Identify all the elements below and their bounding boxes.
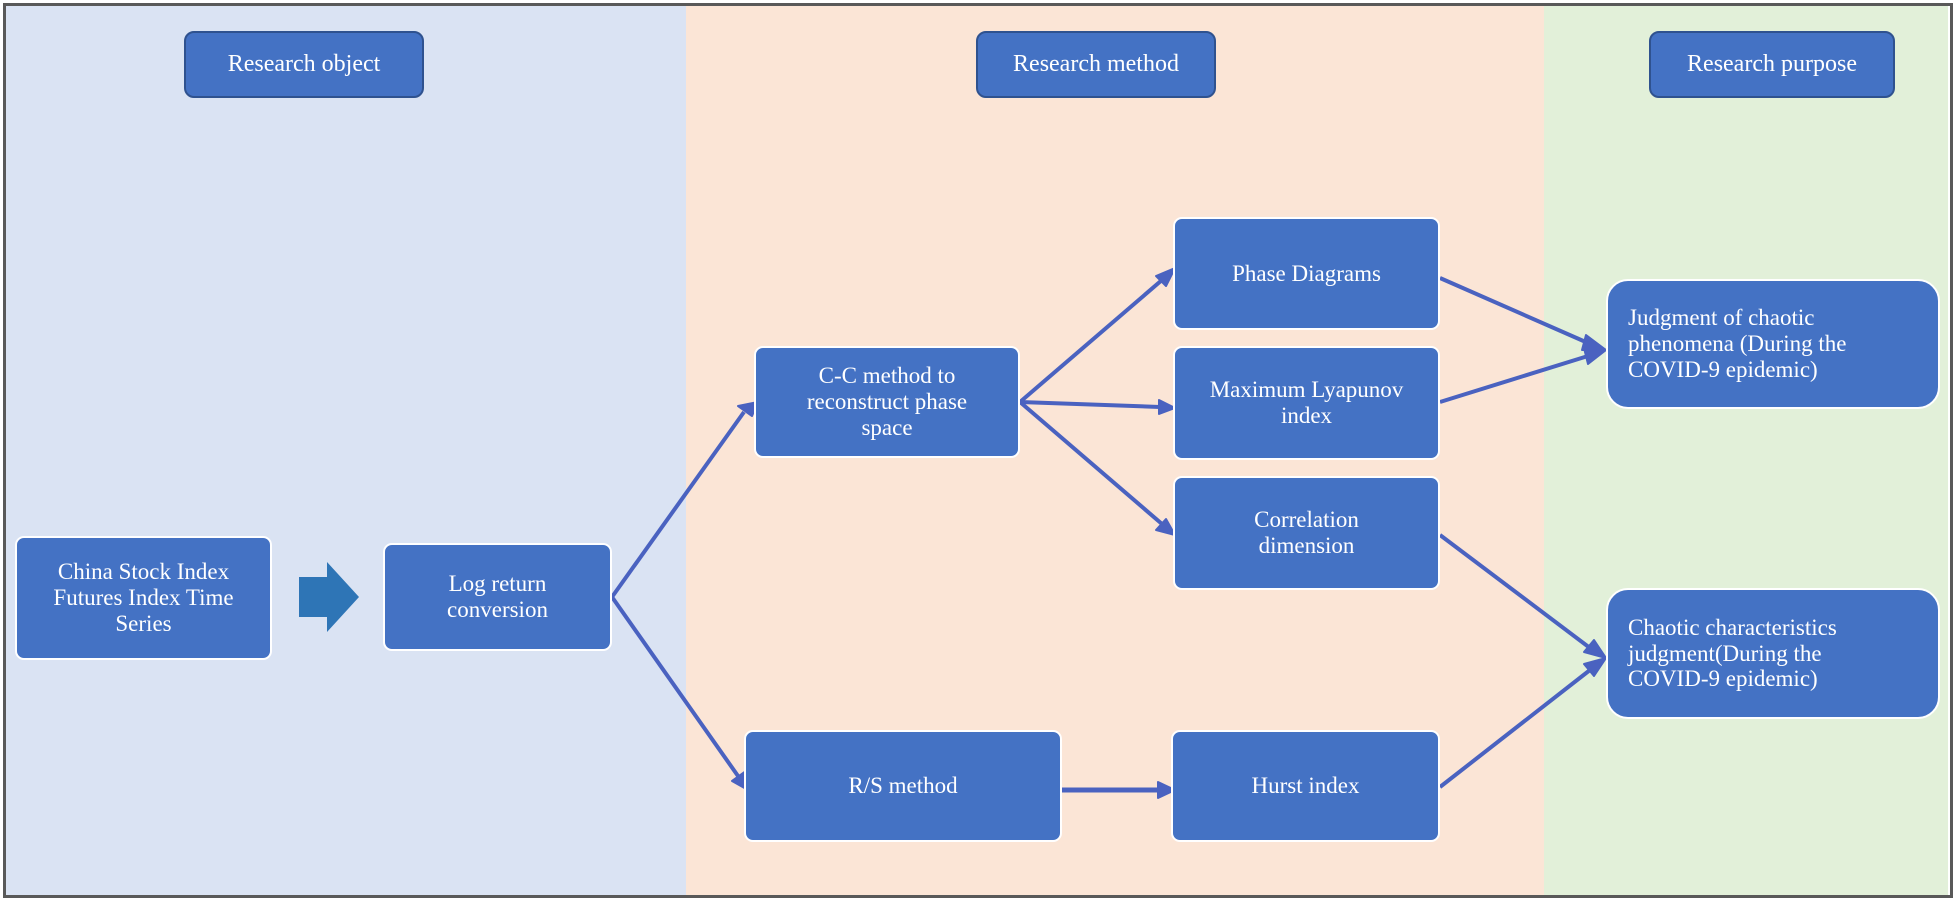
node-chaotic-characteristics-label: Chaotic characteristics judgment(During …: [1628, 614, 1837, 692]
header-research-method-label: Research method: [1013, 51, 1179, 78]
node-time-series-label: China Stock Index Futures Index Time Ser…: [53, 559, 234, 636]
node-hurst-index-label: Hurst index: [1251, 773, 1360, 799]
header-research-object-label: Research object: [227, 51, 381, 78]
node-log-return-label: Log return conversion: [447, 571, 548, 622]
connector-lyapunov-judgment: [1439, 354, 1589, 404]
header-research-method: Research method: [976, 31, 1216, 98]
block-arrow-icon: [299, 562, 359, 632]
research-purpose-band: [1544, 6, 1948, 895]
node-maximum-lyapunov: Maximum Lyapunov index: [1173, 346, 1440, 460]
connector-logreturn-cc: [610, 410, 746, 599]
research-object-band: [6, 6, 686, 895]
connector-cc-phase: [1018, 278, 1164, 404]
node-cc-method-label: C-C method to reconstruct phase space: [806, 363, 968, 440]
node-hurst-index: Hurst index: [1171, 730, 1440, 842]
node-cc-method: C-C method to reconstruct phase space: [754, 346, 1020, 458]
node-maximum-lyapunov-label: Maximum Lyapunov index: [1209, 377, 1404, 428]
connector-logreturn-rs: [610, 595, 740, 778]
header-research-purpose: Research purpose: [1649, 31, 1895, 98]
node-log-return: Log return conversion: [383, 543, 612, 651]
connector-cc-lyapunov-head: [1158, 399, 1176, 415]
node-rs-method-label: R/S method: [848, 773, 958, 799]
connector-rs-hurst-head: [1157, 781, 1176, 799]
connector-lyapunov-judgment-head: [1583, 347, 1607, 365]
node-time-series: China Stock Index Futures Index Time Ser…: [15, 536, 272, 660]
connector-cc-lyapunov: [1019, 400, 1161, 409]
node-judgment-chaotic-phenomena-label: Judgment of chaotic phenomena (During th…: [1628, 305, 1847, 382]
node-phase-diagrams-label: Phase Diagrams: [1232, 260, 1381, 286]
header-research-object: Research object: [184, 31, 424, 98]
node-correlation-dimension-label: Correlation dimension: [1254, 507, 1359, 558]
node-rs-method: R/S method: [744, 730, 1062, 842]
node-judgment-chaotic-phenomena: Judgment of chaotic phenomena (During th…: [1606, 279, 1940, 409]
connector-cc-correlation: [1018, 400, 1164, 526]
connector-hurst-characteristics: [1438, 668, 1592, 789]
connector-correlation-characteristics: [1438, 533, 1592, 650]
node-chaotic-characteristics: Chaotic characteristics judgment(During …: [1606, 588, 1940, 719]
connector-cc-correlation-head: [1155, 518, 1176, 536]
connector-phase-judgment: [1439, 276, 1589, 345]
node-phase-diagrams: Phase Diagrams: [1173, 217, 1440, 330]
connector-hurst-characteristics-head: [1583, 657, 1607, 677]
header-research-purpose-label: Research purpose: [1687, 51, 1857, 78]
connector-correlation-characteristics-head: [1583, 639, 1607, 659]
node-correlation-dimension: Correlation dimension: [1173, 476, 1440, 590]
connector-cc-phase-head: [1155, 267, 1176, 287]
